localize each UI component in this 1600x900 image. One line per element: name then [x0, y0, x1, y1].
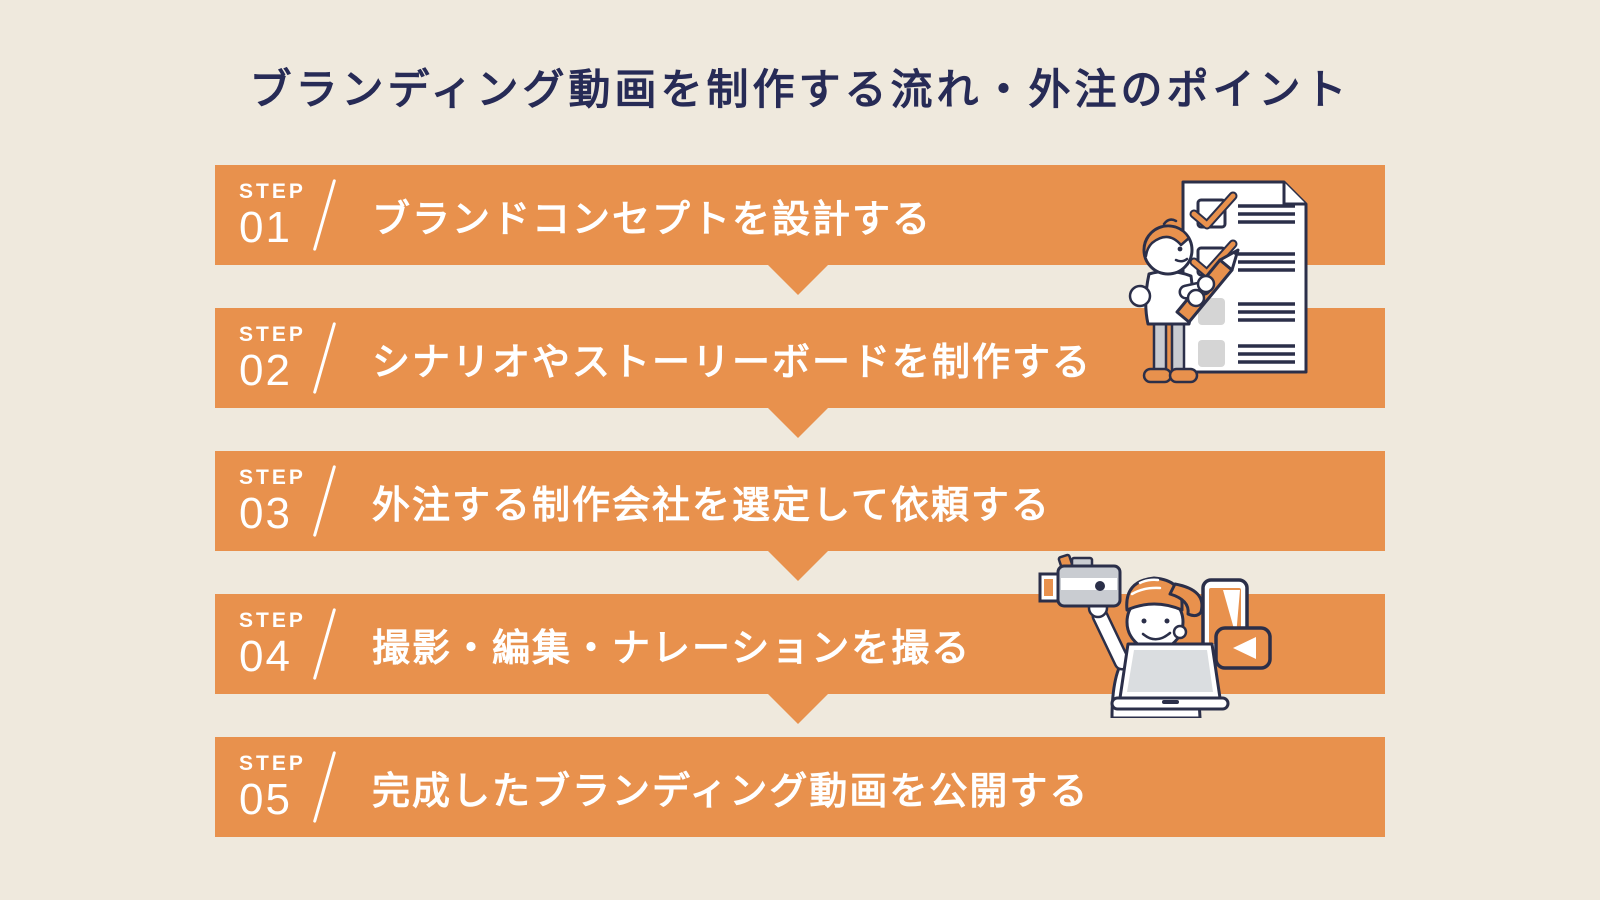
laptop-icon — [1110, 642, 1230, 711]
step-label-2: STEP 02 — [239, 324, 319, 393]
step-bar-3: STEP 03 外注する制作会社を選定して依頼する — [215, 451, 1385, 551]
videographer-head — [1125, 576, 1204, 652]
video-play-icon — [1214, 626, 1272, 670]
step-label-4: STEP 04 — [239, 610, 319, 679]
step-number: 05 — [239, 774, 292, 824]
step-title-3: 外注する制作会社を選定して依頼する — [372, 484, 1051, 527]
step-word: STEP — [239, 465, 306, 489]
step-title-2: シナリオやストーリーボードを制作する — [372, 341, 1093, 384]
step-number: 01 — [239, 202, 292, 252]
step-number: 03 — [239, 488, 292, 538]
step-word: STEP — [239, 179, 306, 203]
step-title-4: 撮影・編集・ナレーションを撮る — [372, 627, 972, 670]
step-bar-5: STEP 05 完成したブランディング動画を公開する — [215, 737, 1385, 837]
step-number: 02 — [239, 345, 292, 395]
down-arrow-icon — [768, 408, 828, 438]
step-word: STEP — [239, 608, 306, 632]
down-arrow-icon — [768, 694, 828, 724]
video-camera-icon — [1038, 553, 1122, 608]
step-label-3: STEP 03 — [239, 467, 319, 536]
step-label-5: STEP 05 — [239, 753, 319, 822]
step-word: STEP — [239, 322, 306, 346]
raised-arm — [1087, 597, 1131, 671]
pencil-person — [1128, 218, 1240, 384]
step-word: STEP — [239, 751, 306, 775]
videographer-illustration — [1038, 553, 1272, 718]
checklist-illustration — [1128, 180, 1308, 384]
step-title-5: 完成したブランディング動画を公開する — [372, 770, 1090, 813]
down-arrow-icon — [768, 551, 828, 581]
checklist-document — [1181, 180, 1308, 374]
step-number: 04 — [239, 631, 292, 681]
step-title-1: ブランドコンセプトを設計する — [372, 198, 933, 241]
page-title: ブランディング動画を制作する流れ・外注のポイント — [249, 66, 1351, 113]
down-arrow-icon — [768, 265, 828, 295]
step-label-1: STEP 01 — [239, 181, 319, 250]
